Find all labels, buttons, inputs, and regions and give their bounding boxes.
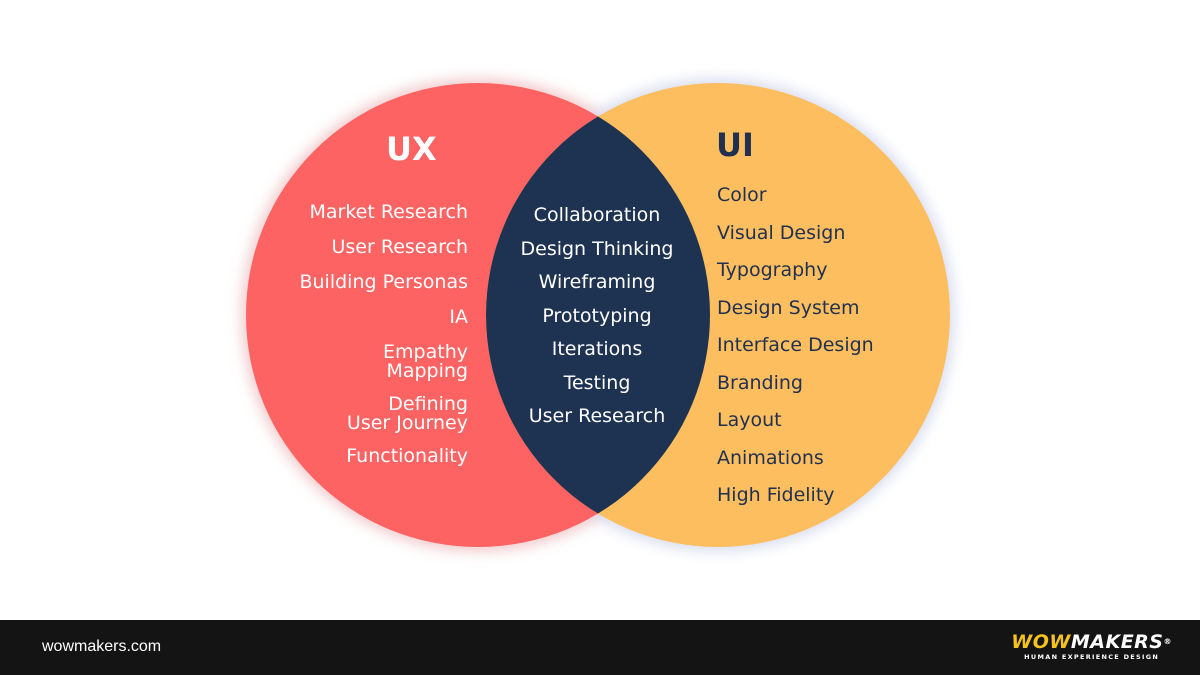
ui-item: Design System [717, 296, 860, 319]
footer-site-link[interactable]: wowmakers.com [42, 638, 162, 655]
ui-item: Branding [717, 371, 803, 394]
wowmakers-logo[interactable]: WOWMAKERS® HUMAN EXPERIENCE DESIGN [1011, 632, 1172, 661]
ui-item: High Fidelity [717, 484, 835, 506]
ux-item: User Research [331, 236, 469, 258]
venn-diagram [242, 79, 954, 551]
ux-item-list: Market Research User Research Building P… [299, 203, 468, 482]
overlap-region [486, 83, 710, 547]
ui-item: Animations [717, 446, 824, 469]
ui-item: Layout [717, 409, 782, 431]
overlap-item: Prototyping [542, 304, 652, 327]
overlap-item: Iterations [551, 338, 643, 360]
ui-item-list: Color Visual Design Typography Design Sy… [717, 183, 874, 521]
ux-title: UX [386, 130, 437, 168]
overlap-item: User Research [528, 405, 666, 427]
overlap-item: Testing [563, 371, 631, 394]
ux-item: Market Research [309, 201, 468, 223]
ux-item: Functionality [346, 445, 468, 467]
ux-item: IA [449, 306, 468, 328]
logo-tagline: HUMAN EXPERIENCE DESIGN [1024, 653, 1160, 661]
ui-title: UI [716, 126, 754, 164]
overlap-item-list: Collaboration Design Thinking Wireframin… [497, 203, 697, 438]
ui-item: Visual Design [717, 221, 846, 244]
ux-item: Building Personas [299, 271, 468, 293]
footer-bar: wowmakers.com WOWMAKERS® HUMAN EXPERIENC… [0, 620, 1200, 675]
overlap-item: Wireframing [538, 271, 656, 293]
ui-item: Color [717, 184, 767, 206]
ui-item: Interface Design [717, 334, 874, 356]
ui-item: Typography [717, 259, 828, 281]
logo-wordmark: WOWMAKERS® [1011, 631, 1172, 653]
overlap-item: Collaboration [533, 204, 661, 226]
overlap-item: Design Thinking [520, 237, 674, 260]
